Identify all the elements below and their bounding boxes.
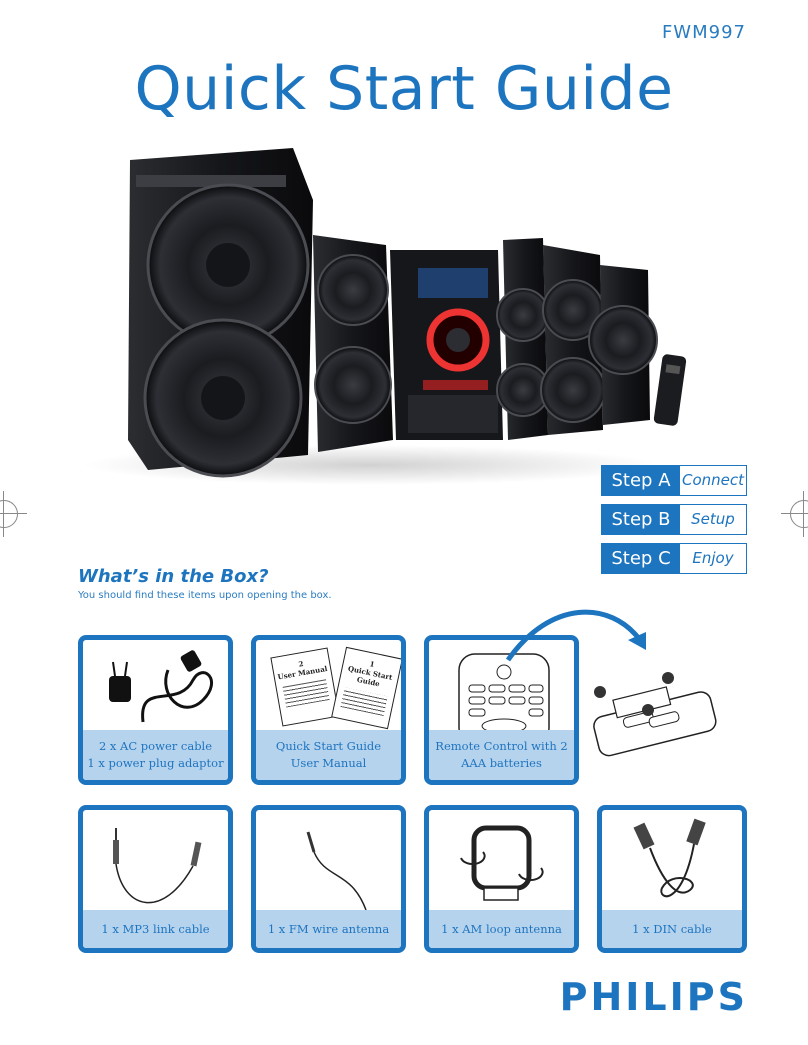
- item-caption-remote: Remote Control with 2 AAA batteries: [429, 730, 574, 780]
- step-c: Step C Enjoy: [601, 543, 747, 574]
- model-number: FWM997: [661, 22, 746, 43]
- step-b-word: Setup: [680, 505, 746, 534]
- item-caption-guides: Quick Start Guide User Manual: [256, 730, 401, 780]
- item-caption-din: 1 x DIN cable: [602, 910, 742, 948]
- box-subtitle: You should find these items upon opening…: [78, 590, 332, 601]
- item-caption-fm: 1 x FM wire antenna: [256, 910, 401, 948]
- power-cable-icon: [109, 650, 214, 723]
- item-card-fm: 1 x FM wire antenna: [251, 805, 406, 953]
- remote-control-icon: [458, 653, 550, 735]
- item-caption-am: 1 x AM loop antenna: [429, 910, 574, 948]
- step-a-label: Step A: [602, 466, 680, 495]
- item-remote-line1: Remote Control with 2: [435, 739, 568, 753]
- battery-insertion-icon: [505, 609, 717, 757]
- item-caption-mp3: 1 x MP3 link cable: [83, 910, 228, 948]
- step-a-word: Connect: [680, 466, 746, 495]
- item-card-guides: 2 User Manual 1 Quick Start Guide Quick …: [251, 635, 406, 785]
- mp3-cable-icon: [113, 828, 202, 904]
- item-remote-line2: AAA batteries: [461, 756, 542, 770]
- registration-mark-right: [781, 491, 808, 537]
- item-ac-line2: 1 x power plug adaptor: [87, 756, 224, 770]
- item-guides-line1: Quick Start Guide: [275, 739, 382, 753]
- step-b: Step B Setup: [601, 504, 747, 535]
- item-fm-line1: 1 x FM wire antenna: [267, 921, 390, 936]
- steps-panel: Step A Connect Step B Setup Step C Enjoy: [601, 465, 747, 582]
- fm-antenna-icon: [306, 831, 367, 911]
- step-a: Step A Connect: [601, 465, 747, 496]
- product-photo: [128, 148, 687, 478]
- step-c-word: Enjoy: [680, 544, 746, 573]
- item-mp3-line1: 1 x MP3 link cable: [101, 921, 210, 936]
- item-card-din: 1 x DIN cable: [597, 805, 747, 953]
- item-din-line1: 1 x DIN cable: [632, 921, 712, 936]
- am-loop-antenna-icon: [460, 825, 544, 901]
- item-guides-line2: User Manual: [290, 756, 367, 770]
- documents-icon: 2 User Manual 1 Quick Start Guide: [256, 640, 401, 735]
- item-am-line1: 1 x AM loop antenna: [441, 921, 562, 936]
- item-card-ac: 2 x AC power cable 1 x power plug adapto…: [78, 635, 233, 785]
- box-heading: What’s in the Box?: [78, 566, 269, 587]
- step-b-label: Step B: [602, 505, 680, 534]
- item-ac-line1: 2 x AC power cable: [98, 739, 213, 753]
- page-title: Quick Start Guide: [134, 54, 674, 124]
- din-cable-icon: [633, 818, 706, 898]
- item-caption-ac: 2 x AC power cable 1 x power plug adapto…: [83, 730, 228, 780]
- item-card-remote: Remote Control with 2 AAA batteries: [424, 635, 579, 785]
- item-card-mp3: 1 x MP3 link cable: [78, 805, 233, 953]
- registration-mark-left: [0, 491, 27, 537]
- philips-logo: PHILIPS: [559, 975, 748, 1019]
- item-card-am: 1 x AM loop antenna: [424, 805, 579, 953]
- step-c-label: Step C: [602, 544, 680, 573]
